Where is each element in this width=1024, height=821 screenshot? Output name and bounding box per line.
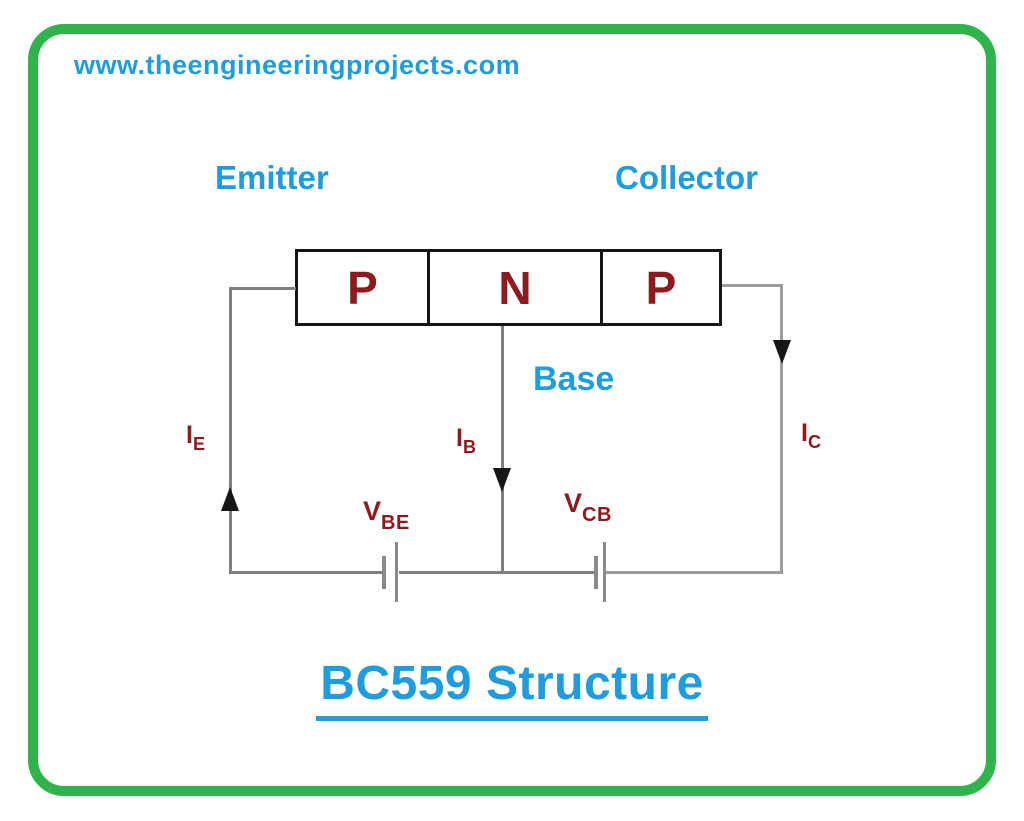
diagram-title-text: BC559 Structure	[316, 656, 708, 721]
emitter-wire-horizontal	[229, 287, 296, 290]
pnp-structure-box: P N P	[295, 249, 722, 326]
emitter-label: Emitter	[215, 159, 329, 196]
bottom-wire-segment-right	[606, 571, 783, 574]
website-url: www.theengineeringprojects.com	[74, 50, 521, 80]
vbe-battery-long-plate	[395, 542, 398, 602]
base-current-arrow-icon	[493, 468, 511, 492]
emitter-current-arrow-icon	[221, 487, 239, 511]
diagram-title: BC559 Structure	[0, 656, 1024, 721]
collector-label: Collector	[615, 159, 759, 196]
collector-current-arrow-icon	[773, 340, 791, 364]
ie-current-label: IE	[186, 421, 206, 454]
collector-wire-vertical	[780, 284, 783, 574]
bottom-wire-segment-middle	[399, 571, 594, 574]
region-n-base: N	[430, 252, 603, 323]
region-p-collector: P	[645, 261, 677, 314]
emitter-wire-vertical	[229, 287, 232, 574]
base-label: Base	[533, 360, 615, 398]
ic-current-label: IC	[801, 419, 822, 452]
vcb-battery-short-plate	[594, 556, 598, 589]
bottom-wire-segment-left	[229, 571, 382, 574]
vcb-battery-long-plate	[603, 542, 606, 602]
ib-current-label: IB	[456, 424, 477, 457]
vbe-battery-short-plate	[382, 556, 386, 589]
base-wire-vertical	[501, 326, 504, 573]
region-p-emitter: P	[298, 252, 430, 323]
collector-wire-horizontal	[722, 284, 783, 287]
vbe-voltage-label: VBE	[363, 496, 410, 534]
vcb-voltage-label: VCB	[564, 488, 612, 526]
green-border-frame	[28, 24, 996, 796]
